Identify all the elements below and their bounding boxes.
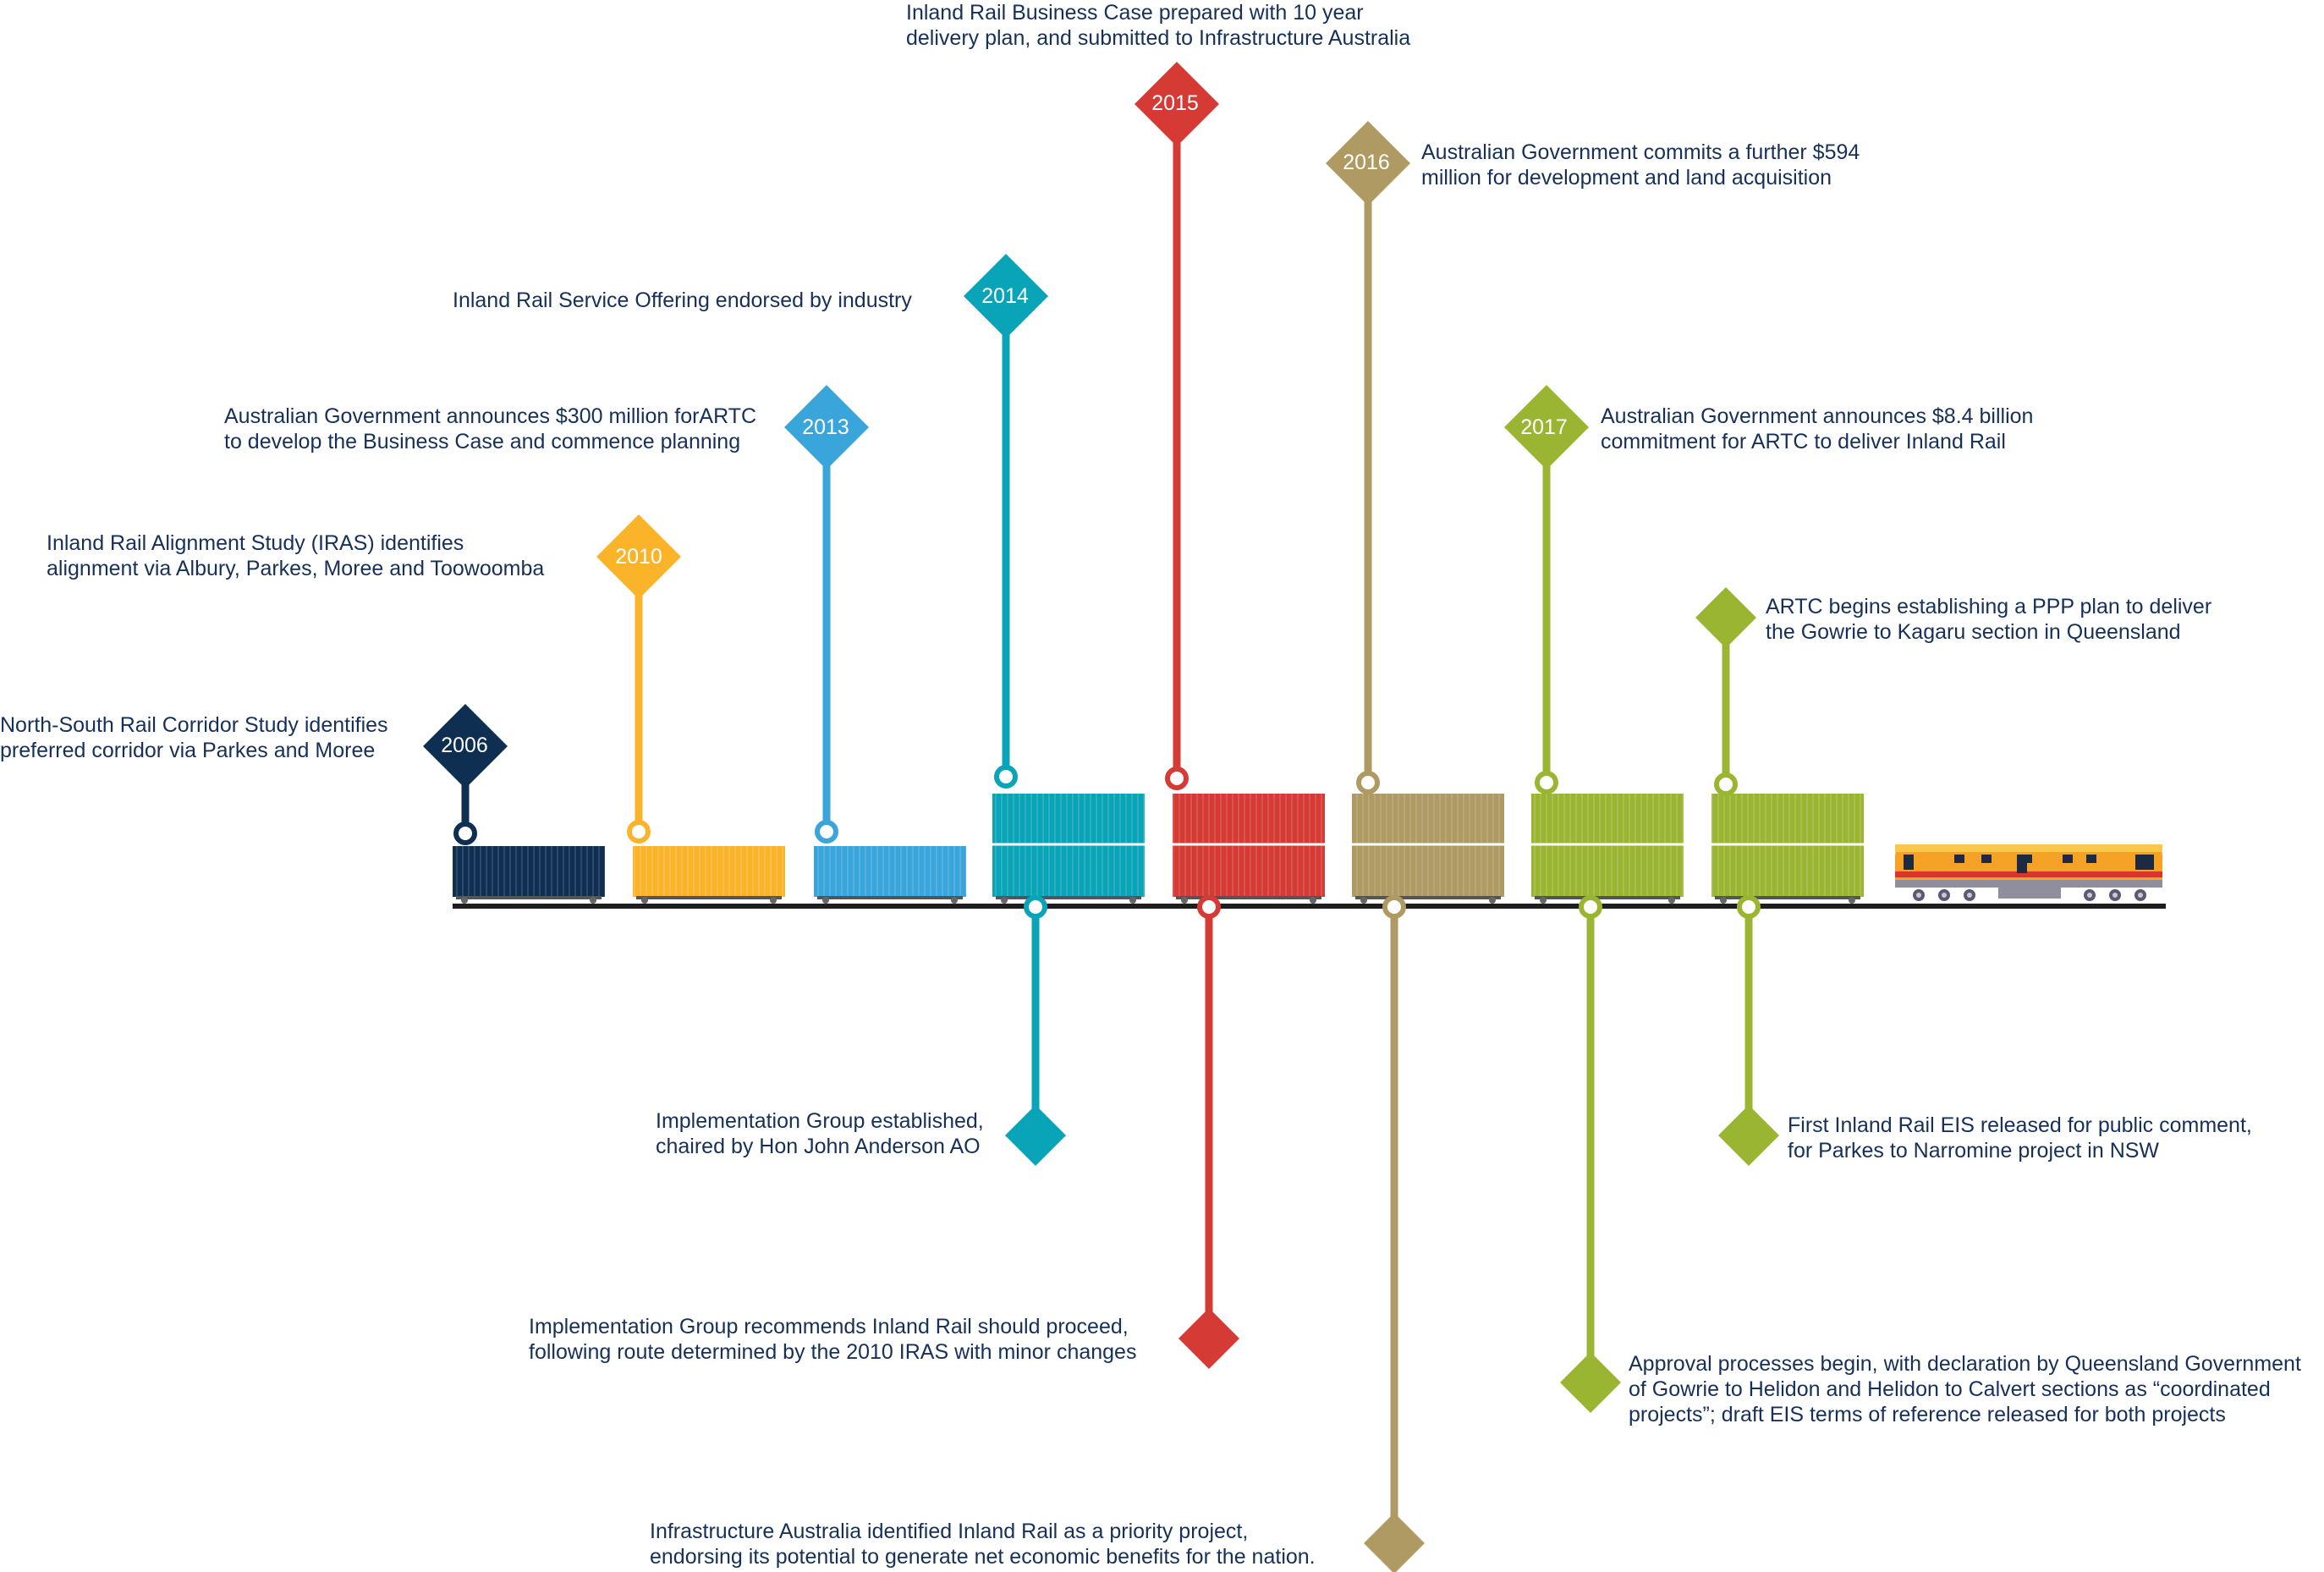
loco-hub-2: [1942, 893, 1947, 898]
wagon-wheel-4b: [1129, 897, 1136, 904]
container-ribs-2: [633, 846, 785, 897]
wagon-wheel-6b: [1489, 897, 1496, 904]
wagon-chassis-6: [1355, 896, 1501, 899]
milestone-text-2017c: ARTC begins establishing a PPP plan to d…: [1766, 595, 2212, 644]
pin-ring-2016b: [1382, 895, 1406, 919]
wagon-wheel-6a: [1360, 897, 1367, 904]
locomotive-icon: [1895, 844, 2162, 901]
pin-ring-2017: [1535, 771, 1558, 794]
milestone-diamond-2016b: [1364, 1513, 1425, 1572]
milestone-stems: [461, 104, 1753, 1542]
loco-roof-stripe: [1895, 844, 2162, 852]
milestone-markers: [423, 62, 1779, 1572]
year-badge-diamond-2014: [964, 254, 1048, 338]
wagon-chassis-1: [456, 896, 602, 899]
wagon-wheel-8b: [1849, 897, 1855, 904]
milestone-text-2017b: Approval processes begin, with declarati…: [1629, 1352, 2301, 1426]
year-badge-diamond-2010: [596, 514, 681, 599]
milestone-diamond-2014b: [1005, 1105, 1066, 1166]
milestone-text-2014: Inland Rail Service Offering endorsed by…: [453, 289, 912, 312]
container-wagons: [453, 794, 1864, 904]
wagon-wheel-1b: [590, 897, 596, 904]
milestone-diamond-2015b: [1178, 1308, 1239, 1369]
loco-door: [2017, 855, 2027, 873]
loco-hub-6: [2138, 893, 2143, 898]
loco-window-4: [2063, 855, 2073, 863]
year-label-2015: 2015: [1151, 91, 1199, 115]
loco-cab-window-front: [1904, 855, 1914, 870]
milestone-text-2016b: Infrastructure Australia identified Inla…: [650, 1520, 1316, 1569]
milestone-text-2015: Inland Rail Business Case prepared with …: [906, 1, 1411, 50]
loco-window-1: [1954, 855, 1964, 863]
milestone-text-2017d: First Inland Rail EIS released for publi…: [1788, 1113, 2252, 1163]
milestone-text-2006: North-South Rail Corridor Study identifi…: [0, 713, 388, 762]
year-label-2017: 2017: [1520, 415, 1568, 439]
loco-hub-4: [2087, 893, 2092, 898]
loco-hub-5: [2112, 893, 2118, 898]
pin-ring-2017d: [1737, 895, 1761, 919]
wagon-wheel-7a: [1540, 897, 1547, 904]
loco-underframe: [1895, 880, 2162, 888]
wagon-wheel-1a: [461, 897, 468, 904]
loco-window-5: [2086, 855, 2096, 863]
milestone-diamond-2017b: [1560, 1352, 1621, 1413]
wagon-chassis-7: [1535, 896, 1680, 899]
pin-ring-2015b: [1197, 895, 1221, 919]
pin-ring-2010: [627, 820, 651, 844]
year-label-2013: 2013: [802, 415, 849, 439]
year-badge-diamond-2017: [1504, 385, 1589, 470]
wagon-wheel-5b: [1310, 897, 1316, 904]
milestone-text-2013: Australian Government announces $300 mil…: [224, 404, 757, 453]
loco-hub-3: [1967, 893, 1972, 898]
loco-window-2: [1981, 855, 1992, 863]
year-badge-diamond-2015: [1135, 62, 1219, 146]
wagon-wheel-2b: [770, 897, 777, 904]
wagon-wheel-8a: [1720, 897, 1727, 904]
pin-ring-2017b: [1579, 895, 1602, 919]
milestone-text-2017: Australian Government announces $8.4 bil…: [1601, 404, 2034, 453]
pin-ring-2017c: [1714, 772, 1738, 796]
milestone-diamond-2017c: [1695, 587, 1756, 648]
pin-ring-2014: [994, 765, 1018, 789]
wagon-wheel-3a: [822, 897, 829, 904]
year-badge-diamond-2016: [1326, 121, 1410, 206]
pin-ring-2016: [1356, 771, 1380, 794]
year-badge-diamond-2013: [784, 385, 869, 470]
wagon-wheel-3b: [951, 897, 958, 904]
milestone-text-2015b: Implementation Group recommends Inland R…: [529, 1315, 1137, 1364]
loco-fuel-tank: [1998, 888, 2061, 899]
wagon-wheel-7b: [1668, 897, 1675, 904]
wagon-wheel-5a: [1181, 897, 1188, 904]
milestone-diamond-2017d: [1718, 1105, 1779, 1166]
loco-hub-1: [1916, 893, 1921, 898]
milestone-text-2014b: Implementation Group established, chaire…: [656, 1109, 984, 1158]
wagon-chassis-4: [996, 896, 1141, 899]
loco-red-stripe: [1895, 871, 2162, 877]
pin-ring-2006: [453, 822, 477, 845]
pin-ring-2015: [1165, 767, 1189, 790]
year-badge-diamond-2006: [423, 704, 508, 789]
wagon-chassis-3: [817, 896, 963, 899]
wagon-chassis-2: [636, 896, 782, 899]
container-ribs-3: [814, 846, 966, 897]
milestone-text-2010: Inland Rail Alignment Study (IRAS) ident…: [47, 531, 545, 580]
year-label-2014: 2014: [981, 284, 1029, 308]
loco-cab-window-rear: [2135, 855, 2154, 870]
wagon-wheel-4a: [1001, 897, 1008, 904]
pin-ring-2013: [815, 820, 838, 844]
wagon-wheel-2a: [641, 897, 648, 904]
year-label-2016: 2016: [1343, 151, 1390, 174]
year-label-2010: 2010: [615, 545, 662, 569]
milestone-text-2016: Australian Government commits a further …: [1421, 140, 1860, 190]
wagon-chassis-5: [1176, 896, 1321, 899]
pin-ring-2014b: [1024, 895, 1047, 919]
container-ribs-1: [453, 846, 605, 897]
year-label-2006: 2006: [441, 734, 488, 757]
wagon-chassis-8: [1715, 896, 1860, 899]
